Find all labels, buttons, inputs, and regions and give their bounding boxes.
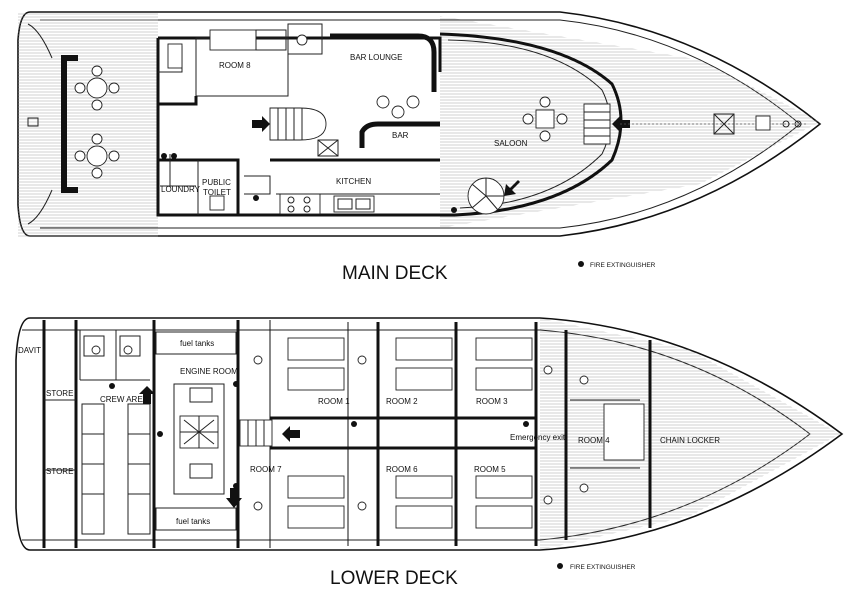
central-staircase xyxy=(269,107,327,141)
label-bar: BAR xyxy=(392,131,409,140)
cabin-furniture xyxy=(253,337,645,529)
saloon-stairs xyxy=(583,103,611,145)
engine-stair-arrow xyxy=(226,488,242,508)
stair-arrow xyxy=(252,116,270,132)
main-deck-legend: FIRE EXTINGUISHER xyxy=(590,262,656,269)
label-room-4: ROOM 4 xyxy=(578,436,610,445)
main-deck: ROOM 8 BAR LOUNGE BAR SALOON KITCHEN LOU… xyxy=(17,11,822,284)
lower-corridor xyxy=(270,416,536,450)
aft-bench xyxy=(61,55,78,193)
stove xyxy=(279,193,321,215)
label-store-bottom: STORE xyxy=(46,467,73,476)
label-chain-locker: CHAIN LOCKER xyxy=(660,436,720,445)
lower-deck-hull xyxy=(15,317,844,551)
spiral-stair-arrow xyxy=(504,180,520,196)
hatch xyxy=(27,117,39,127)
bar-lounge-seating xyxy=(330,33,437,92)
main-deck-fire-extinguishers xyxy=(161,153,457,213)
crew-stair-arrow xyxy=(139,386,155,404)
label-fuel-tanks-bottom: fuel tanks xyxy=(176,517,210,526)
label-public-toilet-2: TOILET xyxy=(203,188,231,197)
label-laundry: LOUNDRY xyxy=(161,185,201,194)
lower-bulkheads xyxy=(42,320,652,548)
label-saloon: SALOON xyxy=(494,139,528,148)
lower-deck: DAVIT STORE STORE CREW AREA fuel tanks f… xyxy=(15,317,844,589)
label-room-2: ROOM 2 xyxy=(386,397,418,406)
label-room-5: ROOM 5 xyxy=(474,465,506,474)
kitchen-sink xyxy=(333,195,375,213)
label-emergency-exit: Emergency exit xyxy=(510,433,566,442)
aft-deck-planking xyxy=(18,13,158,237)
aft-table-1 xyxy=(74,65,120,111)
label-store-top: STORE xyxy=(46,389,73,398)
lower-deck-title: LOWER DECK xyxy=(330,568,458,589)
label-room-7: ROOM 7 xyxy=(250,465,282,474)
lower-deck-legend: FIRE EXTINGUISHER xyxy=(570,564,636,571)
room-8-bed xyxy=(209,29,257,51)
label-fuel-tanks-top: fuel tanks xyxy=(180,339,214,348)
bar-counter xyxy=(359,121,440,148)
label-bar-lounge: BAR LOUNGE xyxy=(350,53,402,62)
label-public-toilet-1: PUBLIC xyxy=(202,178,231,187)
lower-stair-arrow xyxy=(282,426,300,442)
saloon-table xyxy=(522,96,568,142)
label-engine-room: ENGINE ROOM xyxy=(180,367,238,376)
label-room-3: ROOM 3 xyxy=(476,397,508,406)
label-room-1: ROOM 1 xyxy=(318,397,350,406)
label-davit: DAVIT xyxy=(18,346,41,355)
main-stairs-aft xyxy=(167,43,183,69)
legend-dot-lower xyxy=(557,563,563,569)
aft-table-2 xyxy=(74,133,120,179)
label-room-6: ROOM 6 xyxy=(386,465,418,474)
main-deck-title: MAIN DECK xyxy=(342,263,448,284)
windlass xyxy=(755,115,771,131)
forward-hatch xyxy=(713,113,735,135)
lower-deck-fire-extinguishers xyxy=(109,381,529,489)
legend-dot-main xyxy=(578,261,584,267)
label-kitchen: KITCHEN xyxy=(336,177,371,186)
label-crew-area: CREW AREA xyxy=(100,395,149,404)
label-room-8: ROOM 8 xyxy=(219,61,251,70)
room-8-bathroom xyxy=(287,23,323,55)
